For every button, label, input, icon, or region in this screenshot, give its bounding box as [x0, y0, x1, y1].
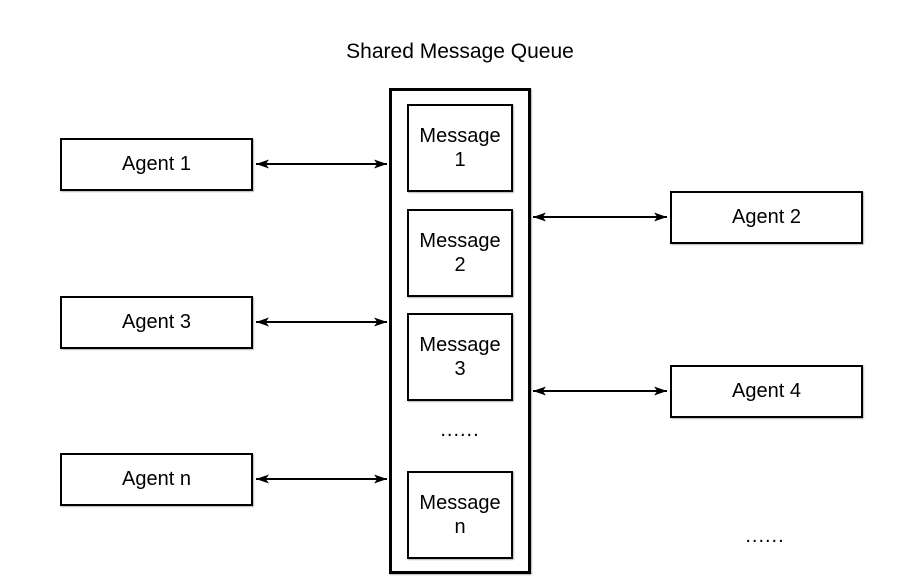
message-1-label: Message	[419, 125, 501, 147]
message-n-number: n	[454, 516, 466, 538]
message-n-label: Message	[419, 492, 501, 514]
message-1-number: 1	[454, 149, 466, 171]
message-3-number: 3	[454, 358, 466, 380]
agent-1-label: Agent 1	[122, 153, 191, 175]
agents-ellipsis: ......	[745, 525, 785, 547]
agent-2-node: Agent 2	[670, 191, 863, 244]
agent-4-node: Agent 4	[670, 365, 863, 418]
queue-ellipsis: ......	[440, 419, 480, 441]
agent-n-label: Agent n	[122, 468, 191, 490]
agent-2-label: Agent 2	[732, 206, 801, 228]
shared-message-queue: Message 1 Message 2 Message 3 ...... Mes…	[389, 88, 531, 574]
agent-4-label: Agent 4	[732, 380, 801, 402]
message-1-node: Message 1	[407, 104, 513, 192]
message-3-node: Message 3	[407, 313, 513, 401]
message-n-node: Message n	[407, 471, 513, 559]
message-2-label: Message	[419, 230, 501, 252]
agent-n-node: Agent n	[60, 453, 253, 506]
agent-1-node: Agent 1	[60, 138, 253, 191]
message-2-node: Message 2	[407, 209, 513, 297]
message-3-label: Message	[419, 334, 501, 356]
diagram-title: Shared Message Queue	[346, 40, 574, 63]
message-2-number: 2	[454, 254, 466, 276]
agent-3-node: Agent 3	[60, 296, 253, 349]
agent-3-label: Agent 3	[122, 311, 191, 333]
